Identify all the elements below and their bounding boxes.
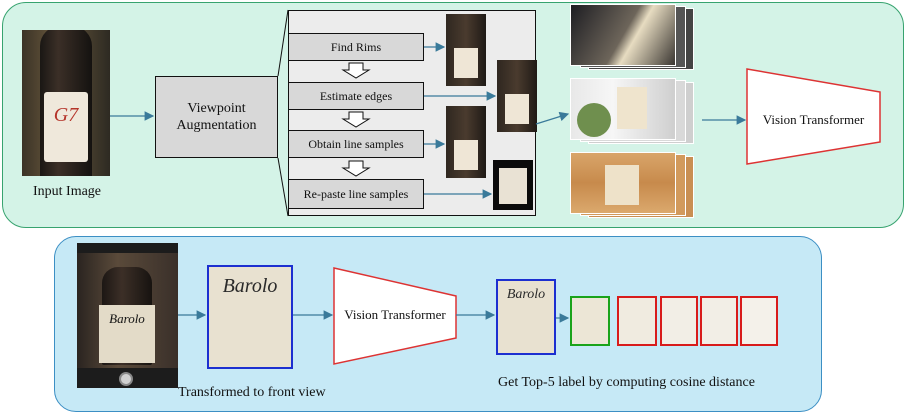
phone-bottle-label: Barolo: [99, 305, 155, 363]
top5-result-2: [617, 296, 657, 346]
augmented-stack-wood: [570, 152, 700, 218]
query-label-image: Barolo: [496, 279, 556, 355]
down-arrow-3: [341, 160, 371, 177]
viewpoint-augmentation-box: Viewpoint Augmentation: [155, 76, 278, 158]
step-repaste-line-samples-label: Re-paste line samples: [303, 186, 409, 201]
augmented-stack-flowers: [570, 78, 700, 144]
top5-result-4: [700, 296, 738, 346]
camera-shutter-icon[interactable]: [119, 372, 133, 386]
viewpoint-augmentation-label: Viewpoint Augmentation: [176, 101, 257, 133]
vision-transformer-top-shape: [746, 68, 881, 165]
down-arrow-2: [341, 111, 371, 128]
step-estimate-edges: Estimate edges: [288, 82, 424, 110]
thumb-find-rims: [446, 14, 486, 86]
transformed-label: Transformed to front view: [178, 385, 326, 400]
step-estimate-edges-label: Estimate edges: [319, 88, 393, 103]
vision-transformer-bottom-label: Vision Transformer: [344, 307, 446, 322]
bottle-label-logo: G7: [53, 104, 79, 126]
bottle-label: G7: [44, 92, 88, 162]
top5-result-3: [660, 296, 698, 346]
down-arrow-1: [341, 62, 371, 79]
step-obtain-line-samples: Obtain line samples: [288, 130, 424, 158]
step-repaste-line-samples: Re-paste line samples: [288, 179, 424, 209]
phone-bottle-label-text: Barolo: [109, 311, 145, 326]
thumb-repaste-line-samples: [493, 160, 533, 210]
top5-result-1: [570, 296, 610, 346]
front-view-label-text: Barolo: [222, 275, 278, 297]
step-find-rims: Find Rims: [288, 33, 424, 61]
top5-result-5: [740, 296, 778, 346]
augmented-stack-city: [570, 4, 700, 70]
step-obtain-line-samples-label: Obtain line samples: [308, 136, 404, 151]
vision-transformer-top-label: Vision Transformer: [762, 112, 865, 127]
input-image-label: Input Image: [32, 184, 102, 199]
front-view-label-image: Barolo: [207, 265, 293, 369]
input-image: G7: [22, 30, 110, 176]
phone-screenshot: Barolo: [77, 243, 178, 388]
thumb-estimate-edges: [497, 60, 537, 132]
thumb-obtain-line-samples: [446, 106, 486, 178]
step-find-rims-label: Find Rims: [330, 39, 382, 54]
top5-result-caption: Get Top-5 label by computing cosine dist…: [498, 375, 755, 390]
vision-transformer-bottom-shape: [333, 267, 457, 365]
query-label-text: Barolo: [506, 287, 546, 302]
